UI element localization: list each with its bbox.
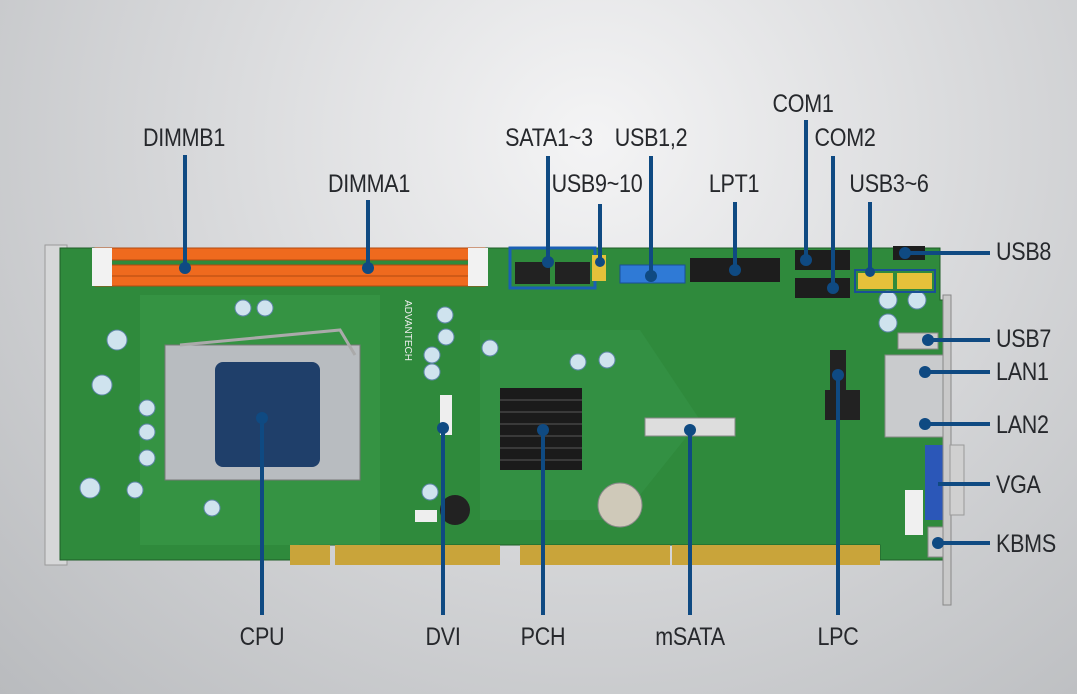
cpu-socket-cover xyxy=(215,362,320,467)
label-dimma1: DIMMA1 xyxy=(327,170,411,198)
gold-fingers xyxy=(290,545,330,565)
board-brand-logo: ADVANTECH xyxy=(402,300,413,361)
usb36-box xyxy=(854,269,936,293)
usb36-header xyxy=(897,273,932,289)
label-lan1: LAN1 xyxy=(996,358,1049,386)
connector xyxy=(415,510,437,522)
label-usb910: USB9~10 xyxy=(551,170,643,198)
buzzer xyxy=(440,495,470,525)
label-com2: COM2 xyxy=(814,124,876,152)
chip xyxy=(825,390,860,420)
gold-fingers xyxy=(672,545,880,565)
label-usb12: USB1,2 xyxy=(614,124,688,152)
capacitors xyxy=(79,290,927,517)
callout-lines xyxy=(183,120,990,615)
socket-lever xyxy=(179,328,357,356)
dimm-slot-b xyxy=(94,247,486,261)
label-msata: mSATA xyxy=(655,623,725,651)
label-com1: COM1 xyxy=(772,90,834,118)
vga-port xyxy=(925,445,943,520)
label-usb7: USB7 xyxy=(996,325,1052,353)
dimm-slot-a xyxy=(94,264,486,278)
gold-fingers xyxy=(520,545,670,565)
usb36-header xyxy=(858,273,893,289)
pcb-trace-region xyxy=(480,330,700,520)
label-pch: PCH xyxy=(520,623,566,651)
gold-fingers xyxy=(335,545,500,565)
label-kbms: KBMS xyxy=(996,530,1056,558)
com2-header xyxy=(795,278,850,298)
label-usb8: USB8 xyxy=(996,238,1052,266)
label-vga: VGA xyxy=(996,471,1041,499)
sata-port xyxy=(555,262,590,284)
label-cpu: CPU xyxy=(239,623,285,651)
dimm-latch-left xyxy=(92,248,112,286)
dimm-latch-right xyxy=(468,248,488,286)
label-dimmb1: DIMMB1 xyxy=(142,124,226,152)
sata-port xyxy=(515,262,550,284)
callout-dots xyxy=(179,247,944,549)
vga-bracket-cutout xyxy=(949,444,965,516)
label-lpt1: LPT1 xyxy=(708,170,760,198)
label-lpc: LPC xyxy=(817,623,859,651)
label-usb36: USB3~6 xyxy=(849,170,929,198)
dimm-slot-a-edge xyxy=(94,275,486,287)
label-lan2: LAN2 xyxy=(996,411,1049,439)
label-dvi: DVI xyxy=(425,623,461,651)
label-sata: SATA1~3 xyxy=(505,124,593,152)
cmos-battery xyxy=(597,482,643,528)
connector xyxy=(905,490,923,535)
